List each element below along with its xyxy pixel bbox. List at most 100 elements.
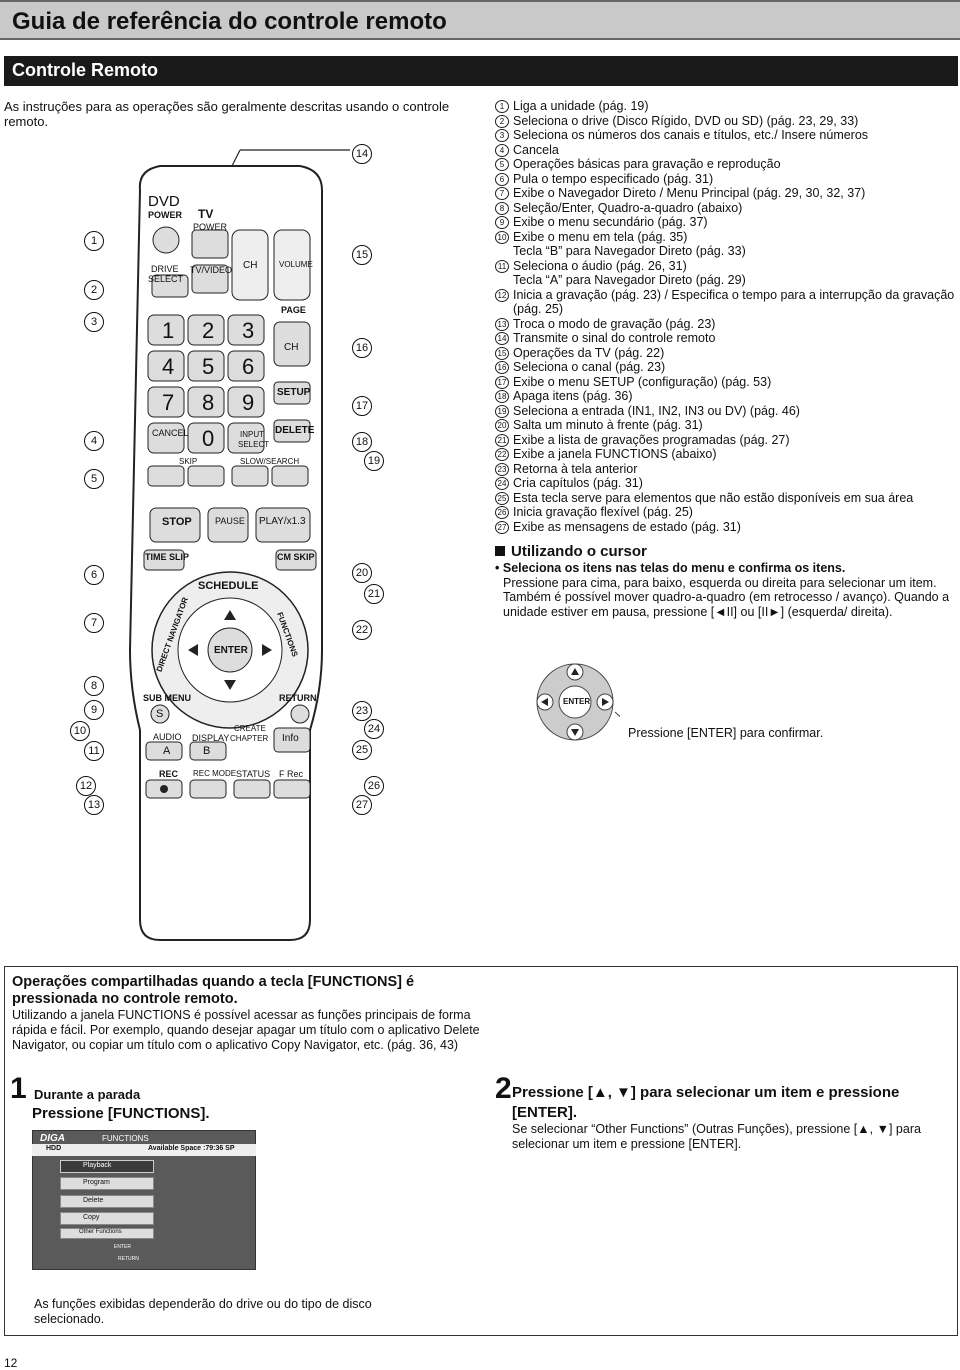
- section-title: Controle Remoto: [12, 60, 158, 80]
- remote-delete-label: DELETE: [275, 425, 315, 436]
- callout-22: 22: [352, 620, 372, 640]
- remote-submenu-label: SUB MENU: [143, 693, 192, 703]
- callout-4: 4: [84, 431, 104, 451]
- remote-skip-label: SKIP: [179, 457, 198, 466]
- callout-16: 16: [352, 338, 372, 358]
- cursor-body: • Seleciona os itens nas telas do menu e…: [495, 561, 955, 619]
- remote-recmode-label: REC MODE: [193, 769, 237, 778]
- callout-15: 15: [352, 245, 372, 265]
- key-0: 0: [202, 426, 215, 451]
- callout-1: 1: [84, 231, 104, 251]
- remote-schedule-label: SCHEDULE: [198, 580, 259, 592]
- remote-stop-label: STOP: [162, 516, 192, 528]
- callout-9: 9: [84, 700, 104, 720]
- page-title: Guia de referência do controle remoto: [12, 8, 447, 35]
- remote-page-label: PAGE: [281, 305, 306, 315]
- callout-23: 23: [352, 701, 372, 721]
- remote-chapter-label: CHAPTER: [230, 734, 269, 743]
- remote-drive-label: DRIVE: [151, 264, 179, 274]
- callout-5: 5: [84, 469, 104, 489]
- callout-20: 20: [352, 563, 372, 583]
- callout-18: 18: [352, 432, 372, 452]
- page-number: 12: [4, 1356, 18, 1370]
- remote-status-label: STATUS: [236, 769, 271, 779]
- remote-return-label: RETURN: [279, 693, 317, 703]
- confirm-text: Pressione [ENTER] para confirmar.: [628, 726, 824, 740]
- key-3: 3: [242, 318, 255, 343]
- fn-item-delete[interactable]: Delete: [60, 1195, 154, 1208]
- callout-12: 12: [76, 776, 96, 796]
- fn-item-other-functions[interactable]: Other Functions: [60, 1228, 154, 1239]
- remote-slow-label: SLOW/SEARCH: [240, 457, 300, 466]
- key-9: 9: [242, 390, 255, 415]
- step-2-heading: Pressione [▲, ▼] para selecionar um item…: [512, 1084, 900, 1121]
- callout-3: 3: [84, 312, 104, 332]
- functions-heading: Operações compartilhadas quando a tecla …: [12, 974, 415, 1007]
- remote-s-label: S: [156, 708, 164, 720]
- fn-item-playback[interactable]: Playback: [60, 1160, 154, 1173]
- callout-13: 13: [84, 795, 104, 815]
- remote-info-label: Info: [282, 733, 299, 744]
- fn-hdd-label: HDD: [46, 1145, 62, 1152]
- remote-timeslip-label: TIME SLIP: [145, 552, 190, 562]
- fn-space-label: Available Space :79:36 SP: [148, 1145, 235, 1152]
- remote-display-label: DISPLAY: [192, 733, 230, 743]
- remote-ch2-label: CH: [284, 342, 299, 353]
- cursor-bullet: • Seleciona os itens nas telas do menu e…: [495, 561, 846, 575]
- fn-status-bar: [32, 1144, 256, 1156]
- functions-info-box: [4, 966, 958, 1336]
- key-4: 4: [162, 354, 175, 379]
- callout-14: 14: [352, 144, 372, 164]
- remote-dvd-label: DVD: [148, 193, 180, 210]
- remote-pause-label: PAUSE: [215, 516, 245, 526]
- remote-enter-label: ENTER: [214, 645, 248, 656]
- remote-b-label: B: [203, 745, 211, 757]
- fn-item-copy[interactable]: Copy: [60, 1212, 154, 1225]
- callout-19: 19: [364, 451, 384, 471]
- intro-text: As instruções para as operações são gera…: [4, 99, 450, 129]
- remote-select-label: SELECT: [148, 274, 184, 284]
- callout-10: 10: [70, 721, 90, 741]
- callout-7: 7: [84, 613, 104, 633]
- key-6: 6: [242, 354, 255, 379]
- step-1-condition: Durante a parada: [34, 1087, 141, 1102]
- callout-8: 8: [84, 676, 104, 696]
- remote-input-label: INPUT: [240, 430, 264, 439]
- fn-item-program[interactable]: Program: [60, 1177, 154, 1190]
- remote-rec-label: REC: [159, 769, 179, 779]
- fn-enter-hint: ENTER: [114, 1244, 131, 1250]
- key-2: 2: [202, 318, 215, 343]
- remote-audio-label: AUDIO: [153, 732, 182, 742]
- functions-note: As funções exibidas dependerão do drive …: [34, 1297, 372, 1326]
- functions-description: Utilizando a janela FUNCTIONS é possível…: [12, 1008, 480, 1052]
- callout-26: 26: [364, 776, 384, 796]
- remote-setup-label: SETUP: [277, 387, 311, 398]
- remote-a-label: A: [163, 745, 171, 757]
- remote-ch-label: CH: [243, 260, 258, 271]
- remote-tv-power-label: POWER: [193, 222, 228, 232]
- remote-play-label: PLAY/x1.3: [259, 516, 306, 527]
- section-header: Controle Remoto: [4, 56, 958, 86]
- step-2-text: Se selecionar “Other Functions” (Outras …: [512, 1122, 921, 1151]
- callout-17: 17: [352, 396, 372, 416]
